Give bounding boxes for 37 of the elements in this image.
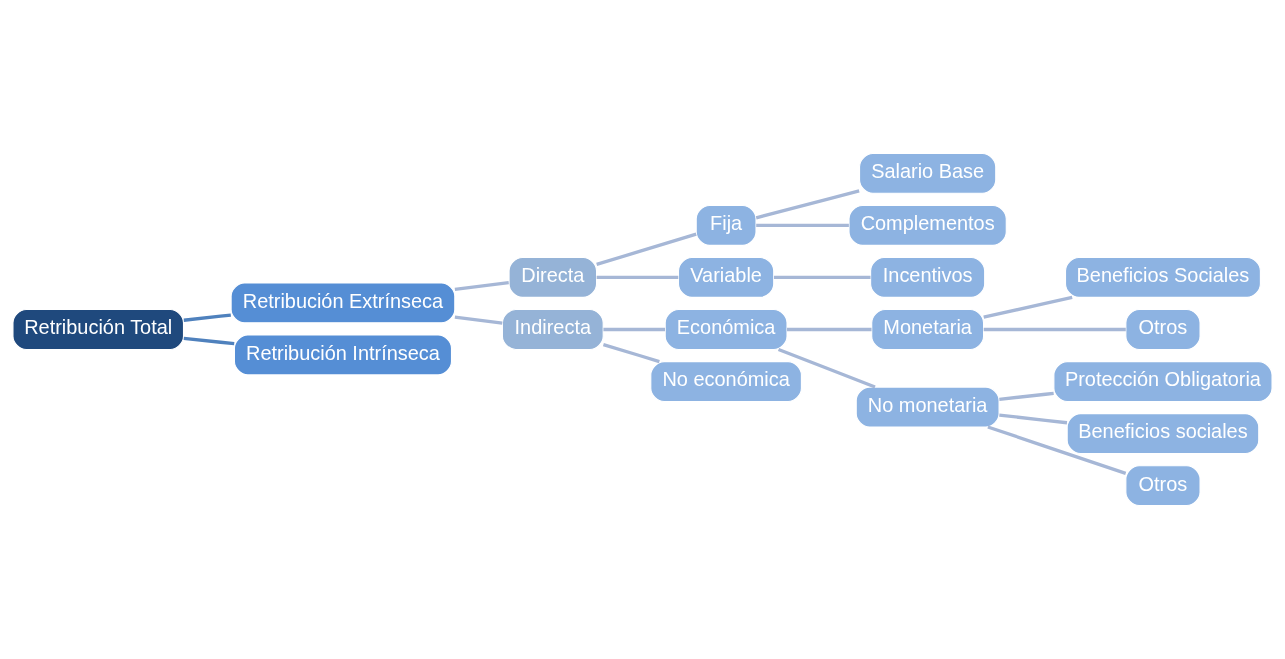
node-box: No económica xyxy=(650,361,802,403)
node-box: Fija xyxy=(695,204,757,246)
connector xyxy=(596,275,679,280)
connector xyxy=(602,342,660,364)
connector xyxy=(999,391,1054,401)
node-box: Monetaria xyxy=(871,309,985,350)
connector xyxy=(987,425,1127,476)
connector xyxy=(999,413,1068,425)
node-box: Económica xyxy=(664,309,788,350)
node-box: No monetaria xyxy=(855,386,1000,428)
node-box: Protección Obligatoria xyxy=(1053,361,1273,403)
node-box: Otros xyxy=(1125,309,1201,350)
connector xyxy=(983,295,1073,319)
connector xyxy=(454,281,509,291)
connector xyxy=(777,347,876,389)
node-box: Salario Base xyxy=(859,152,997,194)
node-box: Directa xyxy=(508,256,598,298)
node-box: Beneficios Sociales xyxy=(1064,256,1261,298)
node-box: Retribución Extrínseca xyxy=(230,282,456,324)
connector xyxy=(983,327,1126,332)
connector xyxy=(183,313,231,322)
connector xyxy=(755,189,860,220)
connector xyxy=(603,327,665,332)
connector xyxy=(596,232,697,267)
node-box: Indirecta xyxy=(501,309,604,350)
node-box: Beneficios sociales xyxy=(1066,413,1260,455)
node-box: Retribución Total xyxy=(12,309,185,350)
connector xyxy=(773,275,871,280)
node-box: Retribución Intrínseca xyxy=(233,334,453,376)
connector xyxy=(183,336,235,346)
connector xyxy=(756,223,849,228)
connector xyxy=(454,315,503,325)
node-box: Otros xyxy=(1125,465,1201,507)
node-box: Complementos xyxy=(848,204,1007,246)
connector xyxy=(787,327,872,332)
node-box: Incentivos xyxy=(870,256,986,298)
node-box: Variable xyxy=(677,256,775,298)
